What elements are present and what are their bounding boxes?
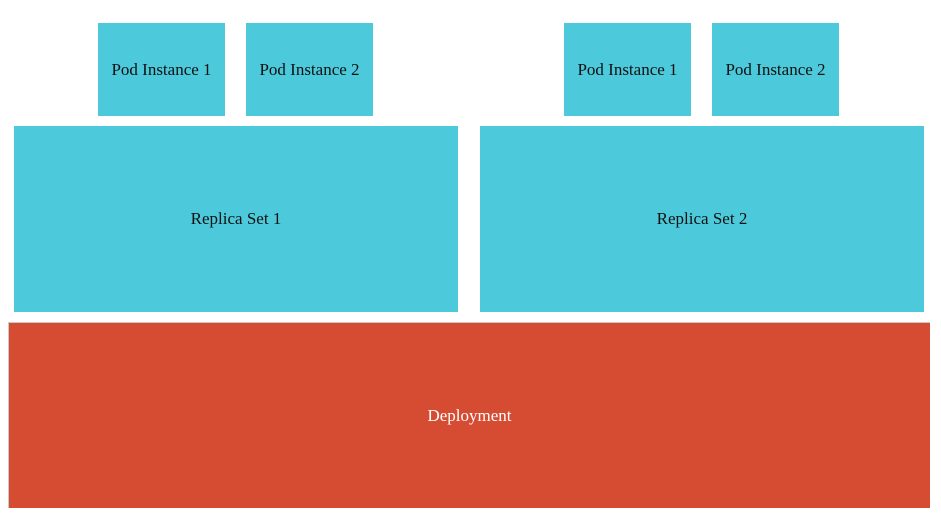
pod-instance-1-replica-set-2: Pod Instance 1: [564, 23, 691, 116]
pod-label: Pod Instance 2: [725, 59, 826, 79]
pod-instance-1-replica-set-1: Pod Instance 1: [98, 23, 225, 116]
replica-set-1: Replica Set 1: [14, 126, 458, 312]
deployment-label: Deployment: [427, 405, 512, 425]
replica-set-label: Replica Set 2: [656, 209, 748, 228]
pod-instance-2-replica-set-1: Pod Instance 2: [246, 23, 373, 116]
replica-set-2: Replica Set 2: [480, 126, 924, 312]
deployment: Deployment: [8, 322, 930, 508]
pod-instance-2-replica-set-2: Pod Instance 2: [712, 23, 839, 116]
replica-set-label: Replica Set 1: [190, 209, 282, 228]
pod-label: Pod Instance 2: [259, 59, 360, 79]
pod-label: Pod Instance 1: [111, 59, 212, 79]
pod-label: Pod Instance 1: [577, 59, 678, 79]
